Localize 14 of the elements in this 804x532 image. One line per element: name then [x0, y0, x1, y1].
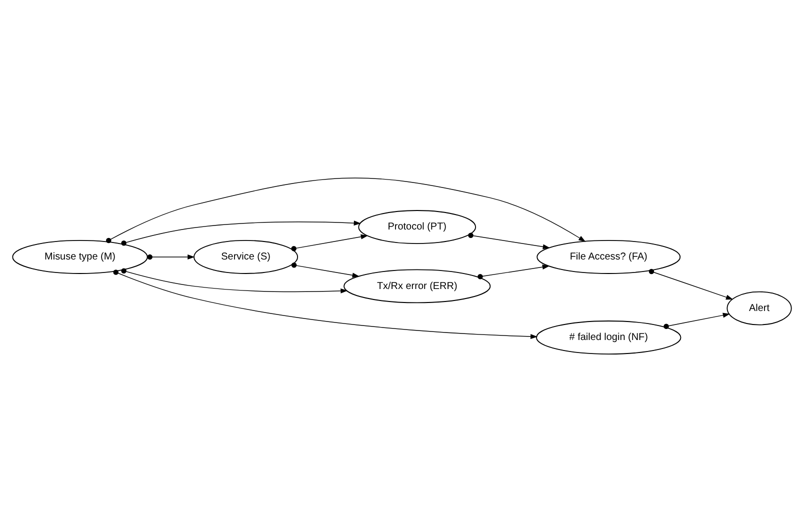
- arrow: [468, 232, 550, 250]
- node-ellipse: Tx/Rx error (ERR): [344, 269, 491, 304]
- arrow: [291, 262, 360, 278]
- arrow: [291, 234, 368, 252]
- arrow: [121, 220, 361, 246]
- arrow: [106, 178, 586, 244]
- node-ellipse: Protocol (PT): [358, 210, 476, 244]
- node-ellipse: # failed login (NF): [536, 320, 682, 354]
- arrow: [478, 264, 550, 280]
- arrow: [147, 254, 195, 260]
- arrow: [113, 270, 538, 339]
- arrow: [121, 268, 348, 294]
- arrow: [648, 268, 734, 300]
- arrow: [664, 312, 730, 329]
